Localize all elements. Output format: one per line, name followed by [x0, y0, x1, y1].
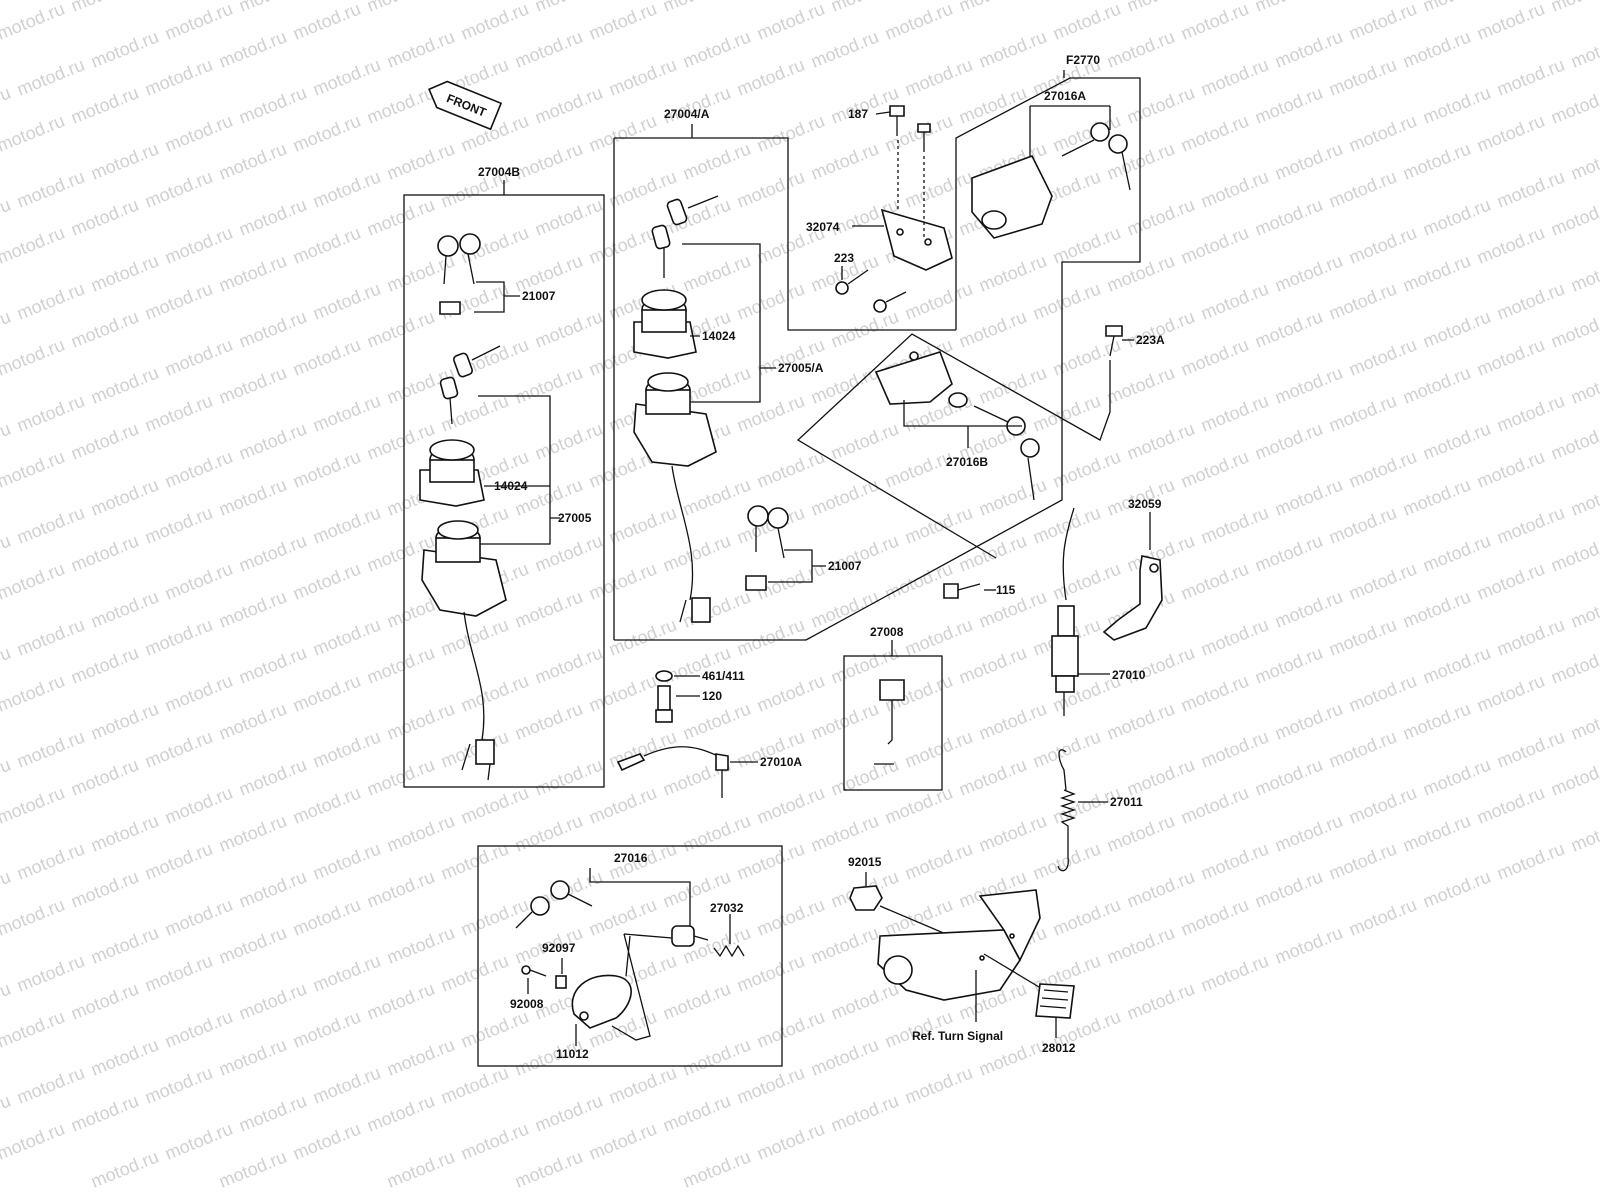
label-92097: 92097	[542, 941, 576, 955]
kit-27016: 27016 27032 11012 92097	[477, 845, 783, 1067]
spring-27011-icon: 27011	[1057, 749, 1143, 872]
label-27010a: 27010A	[760, 755, 802, 769]
label-14024-b: 14024	[702, 329, 736, 343]
label-21007-a: 21007	[522, 289, 556, 303]
key-pair-icon	[437, 233, 481, 285]
label-32074: 32074	[806, 220, 840, 234]
label-27016a: 27016A	[1044, 89, 1086, 103]
lock-cylinder-icon	[439, 301, 461, 315]
label-120: 120	[702, 689, 722, 703]
bracket-32059-icon: 32059	[1102, 497, 1163, 641]
label-11012: 11012	[556, 1047, 589, 1061]
key-with-tag-icon	[439, 345, 501, 425]
label-223a: 223A	[1136, 333, 1165, 347]
bolt-120-icon: 120	[655, 685, 722, 723]
kit-27004a: 27004/A 14024 27005/A	[613, 107, 956, 641]
nut-92097-icon: 92097	[542, 941, 576, 989]
label-92008: 92008	[510, 997, 544, 1011]
label-27005a: 27005/A	[778, 361, 824, 375]
bolt-115-icon: 115	[943, 583, 1016, 599]
screw-223a-icon: 223A	[796, 325, 1165, 559]
ignition-cap-icon	[419, 439, 485, 507]
lock-cylinder-icon	[745, 575, 767, 591]
label-92015: 92015	[848, 855, 882, 869]
label-27010: 27010	[1112, 668, 1146, 682]
key-pair-icon	[973, 405, 1040, 501]
label-27004b: 27004B	[478, 165, 520, 179]
turn-signal-bracket-icon: Ref. Turn Signal	[877, 889, 1045, 1043]
reflector-28012-icon: 28012	[1035, 983, 1076, 1055]
figure-code: F2770	[1066, 53, 1100, 67]
nut-92015-icon: 92015	[848, 855, 961, 941]
switch-27010-icon: 27010	[1051, 507, 1146, 716]
label-27016: 27016	[614, 851, 648, 865]
label-21007-b: 21007	[828, 559, 862, 573]
label-ref-turn-signal: Ref. Turn Signal	[912, 1029, 1003, 1043]
lock-plate-11012-icon: 11012	[556, 933, 651, 1061]
label-187: 187	[848, 107, 868, 121]
ignition-cap-icon	[633, 289, 697, 359]
label-115: 115	[996, 583, 1016, 597]
washer-461-icon: 461/411	[655, 669, 745, 683]
cable-27010a-icon: 27010A	[616, 746, 802, 798]
label-32059: 32059	[1128, 497, 1162, 511]
key-pair-icon	[515, 880, 593, 929]
key-blank-27008: 27008	[843, 625, 943, 791]
screw-223-icon	[835, 269, 907, 313]
label-28012: 28012	[1042, 1041, 1076, 1055]
helmet-lock-27016b: 27016B	[874, 351, 1040, 501]
key-with-tag-icon	[651, 195, 719, 278]
seat-lock-body-icon	[971, 155, 1053, 239]
label-461-411: 461/411	[702, 669, 745, 683]
lock-group-27016a: 27016A 32074 187	[805, 70, 1141, 641]
ignition-switch-icon	[633, 372, 717, 623]
key-pair-icon	[747, 505, 789, 559]
ignition-switch-icon	[421, 520, 507, 781]
key-pair-icon	[1061, 122, 1131, 191]
label-223: 223	[834, 251, 854, 265]
lock-cylinder-icon	[671, 925, 709, 947]
bolt-187-icon	[889, 105, 931, 240]
label-27005: 27005	[558, 511, 592, 525]
screw-92008-icon: 92008	[510, 965, 547, 1011]
label-27004a: 27004/A	[664, 107, 710, 121]
label-27011: 27011	[1110, 795, 1143, 809]
front-arrow: FRONT	[428, 80, 503, 131]
label-14024-a: 14024	[494, 479, 528, 493]
label-27016b: 27016B	[946, 455, 988, 469]
label-27032: 27032	[710, 901, 744, 915]
bracket-32074-icon	[880, 208, 953, 271]
label-27008: 27008	[870, 625, 904, 639]
kit-27004b: 27004B 21007 14024 27005	[403, 165, 605, 788]
spring-27032-icon: 27032	[710, 901, 745, 958]
